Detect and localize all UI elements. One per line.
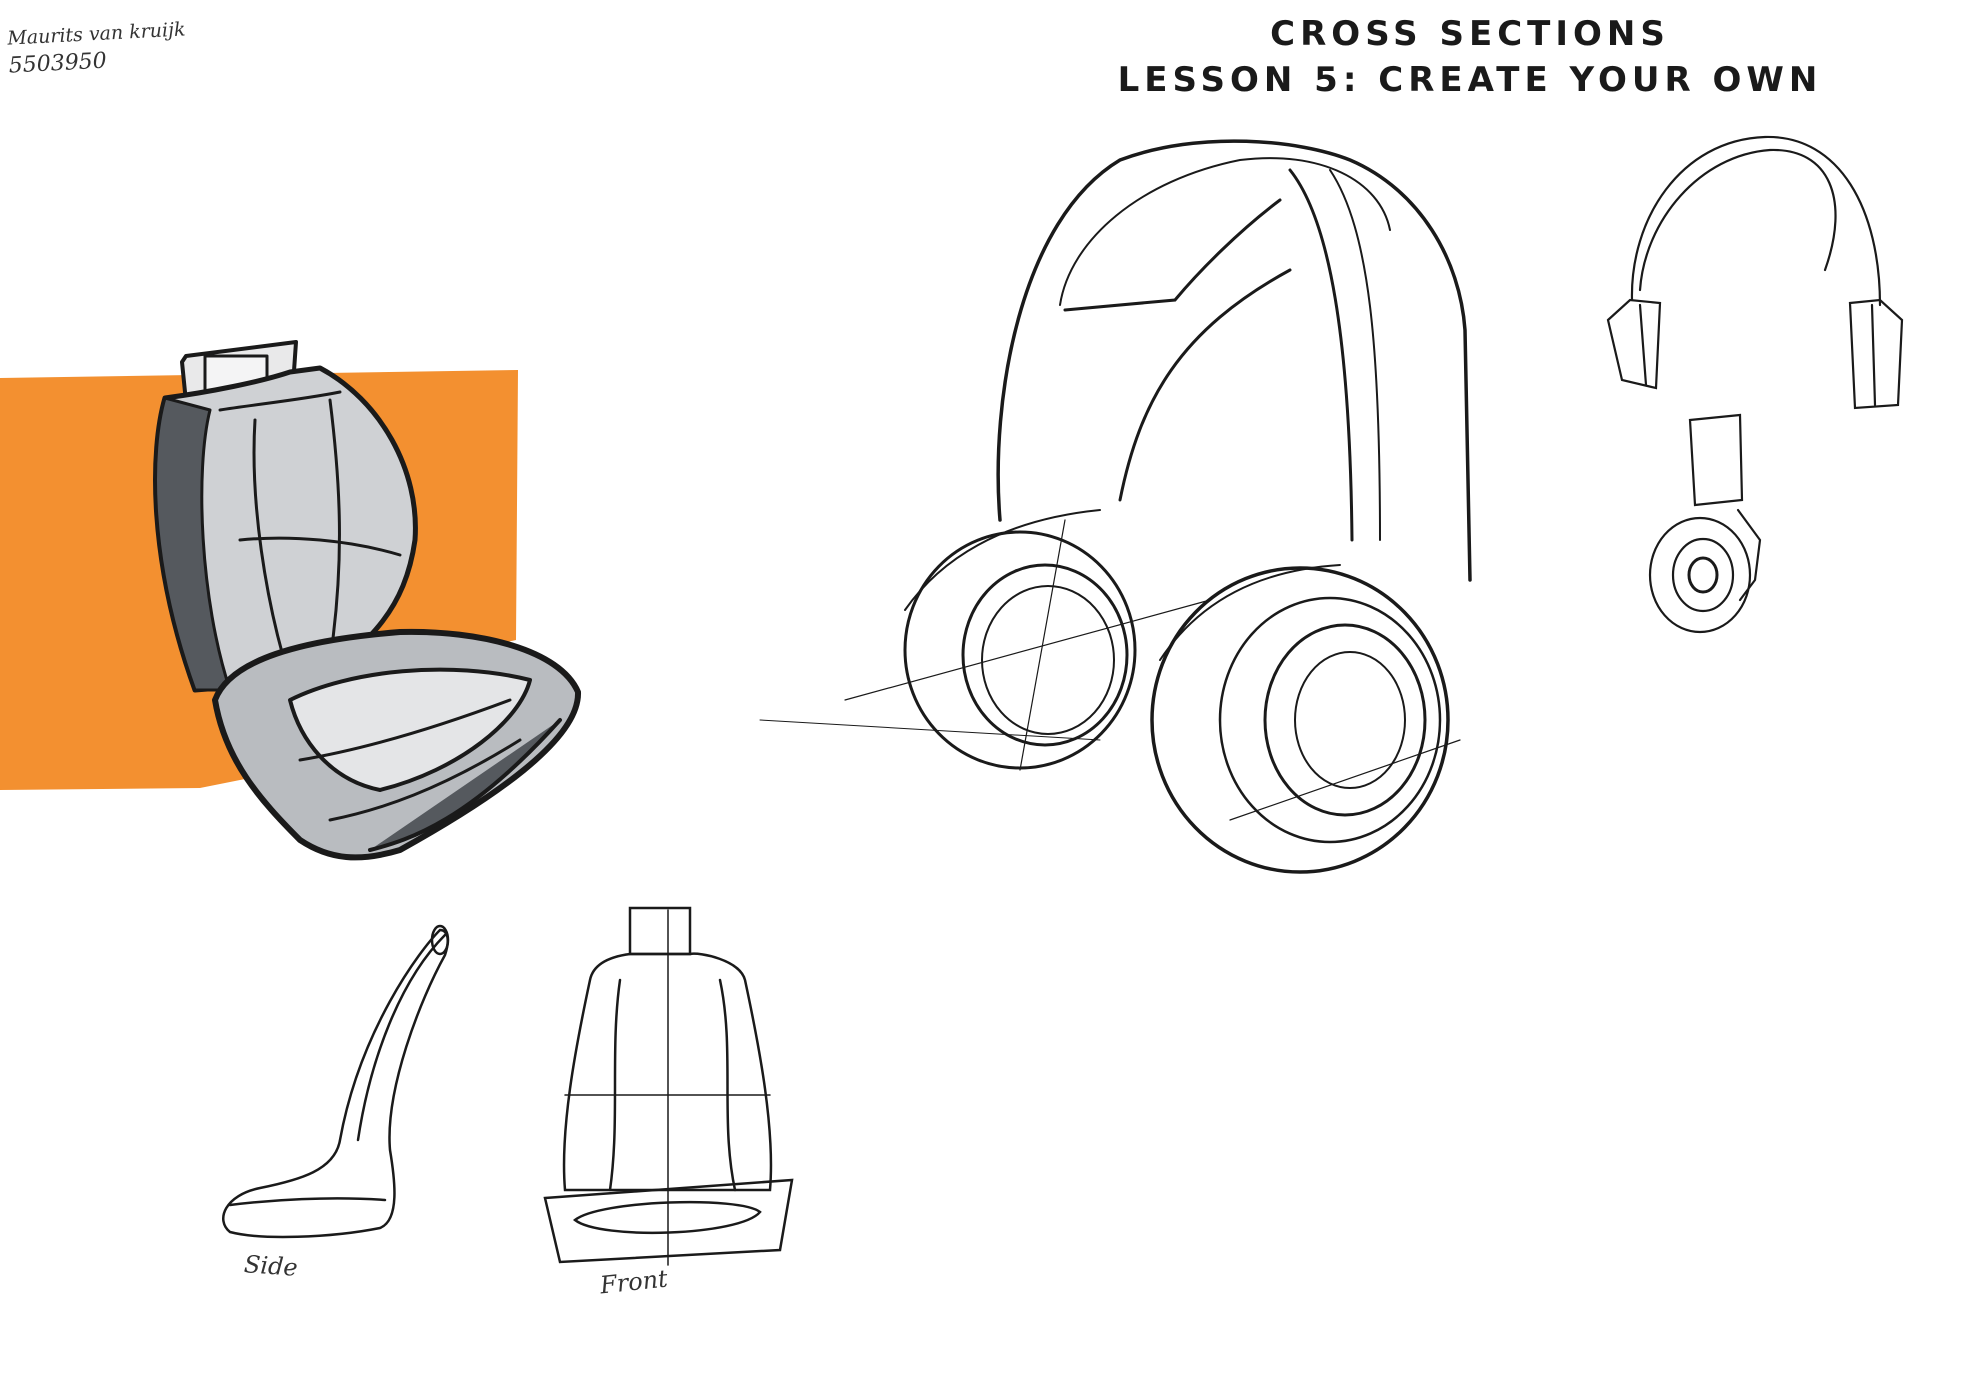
backrest-seam (328, 398, 341, 662)
cushion-shadow (368, 718, 562, 852)
headphones-side-view (1648, 413, 1762, 634)
cushion-insert (288, 667, 532, 792)
backrest-seam (218, 390, 342, 412)
side-caption: Side (243, 1250, 299, 1282)
seat-side-view (222, 924, 450, 1239)
seat-front-view (543, 906, 794, 1266)
headphones-main-sketch (759, 139, 1472, 874)
backrest-side-shadow (154, 396, 232, 692)
cushion-seam (298, 698, 512, 762)
backrest-seam (238, 536, 402, 557)
backrest-seam (252, 418, 292, 682)
cushion-seam (328, 738, 522, 822)
headphones-front-view (1606, 135, 1904, 410)
car-seat-render (153, 340, 582, 861)
page-title: CROSS SECTIONS LESSON 5: CREATE YOUR OWN (1020, 14, 1920, 106)
title-line-1: CROSS SECTIONS (1270, 14, 1670, 54)
title-line-2: LESSON 5: CREATE YOUR OWN (1117, 60, 1823, 100)
